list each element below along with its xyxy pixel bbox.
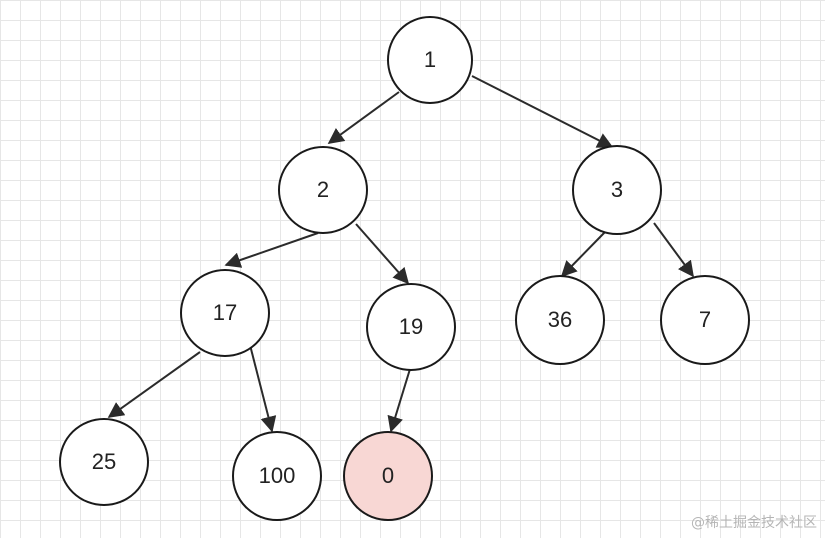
node-19: 19 [366,283,456,371]
edge-n3-n7 [653,222,694,278]
edge-n19-n0 [387,368,411,433]
watermark: @稀土掘金技术社区 [691,515,817,531]
node-label: 25 [92,449,116,474]
node-circle [572,145,662,235]
edge-n17-n25 [107,351,201,418]
node-label: 0 [382,463,394,488]
node-1: 1 [387,16,473,104]
node-25: 25 [59,418,149,506]
edge-n17-n100 [249,344,277,433]
edge-n1-n3 [471,75,614,148]
node-36: 36 [515,275,605,365]
node-circle [343,431,433,521]
node-circle [232,431,322,521]
node-label: 36 [548,307,572,332]
edge-n2-n19 [355,223,410,285]
edge-n2-n17 [224,232,319,268]
node-circle [180,269,270,357]
node-0: 0 [343,431,433,521]
node-circle [660,275,750,365]
edges [107,75,694,433]
nodes: 1 2 3 17 19 36 7 25 100 0 [59,16,750,521]
node-label: 19 [399,314,423,339]
node-label: 7 [699,307,711,332]
node-7: 7 [660,275,750,365]
node-circle [278,146,368,234]
node-3: 3 [572,145,662,235]
node-circle [366,283,456,371]
node-circle [59,418,149,506]
node-label: 3 [611,177,623,202]
node-circle [515,275,605,365]
node-label: 2 [317,177,329,202]
edge-n3-n36 [560,231,606,278]
node-17: 17 [180,269,270,357]
node-2: 2 [278,146,368,234]
edge-n1-n2 [327,91,400,144]
node-label: 1 [424,47,436,72]
node-label: 17 [213,300,237,325]
node-label: 100 [259,463,296,488]
node-100: 100 [232,431,322,521]
node-circle [387,16,473,104]
